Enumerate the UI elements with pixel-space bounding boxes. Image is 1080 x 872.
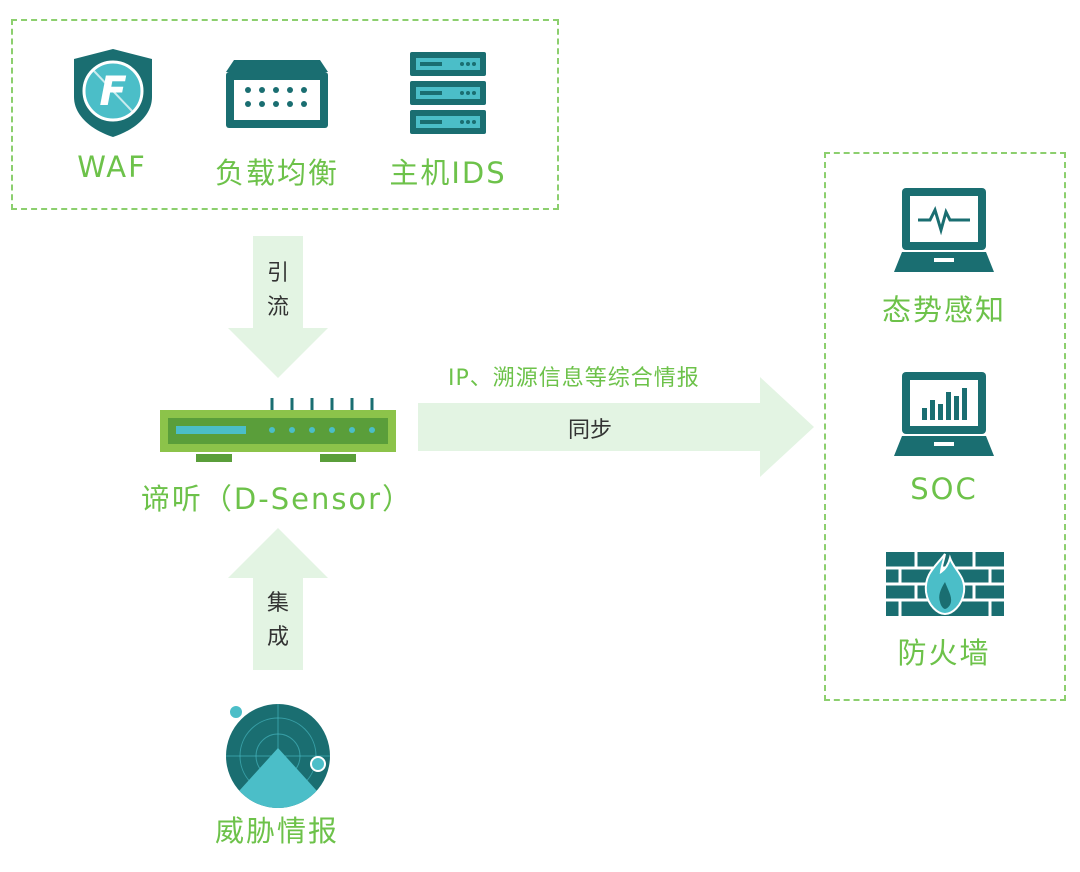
laptop-chart-icon	[894, 372, 994, 456]
server-rack-icon	[410, 52, 486, 134]
sync-top-label: IP、溯源信息等综合情报	[448, 366, 700, 391]
ingest-char-1: 引	[266, 261, 289, 286]
radar-icon	[226, 704, 330, 808]
integrate-arrow	[228, 528, 328, 670]
target-label-firewall: 防火墙	[897, 636, 991, 670]
ingest-arrow	[228, 236, 328, 378]
source-label-load-balancer: 负载均衡	[214, 156, 340, 190]
center-label: 谛听（D-Sensor）	[140, 482, 414, 516]
ingest-char-2: 流	[266, 295, 289, 320]
source-label-waf: WAF	[77, 150, 147, 184]
integrate-char-1: 集	[266, 591, 289, 616]
target-label-situation: 态势感知	[881, 293, 1007, 327]
sync-inner-label: 同步	[568, 418, 613, 443]
target-label-soc: SOC	[910, 472, 978, 506]
source-label-host-ids: 主机IDS	[389, 156, 507, 190]
threat-label: 威胁情报	[214, 814, 340, 848]
firewall-icon	[886, 552, 1004, 616]
network-sensor-icon	[160, 398, 396, 462]
integrate-char-2: 成	[266, 625, 289, 650]
waf-shield-icon: F	[74, 49, 152, 137]
sync-arrow	[418, 377, 814, 477]
targets-group	[824, 152, 1066, 701]
sources-group	[11, 19, 559, 210]
load-balancer-icon	[226, 60, 328, 128]
laptop-pulse-icon	[894, 188, 994, 272]
